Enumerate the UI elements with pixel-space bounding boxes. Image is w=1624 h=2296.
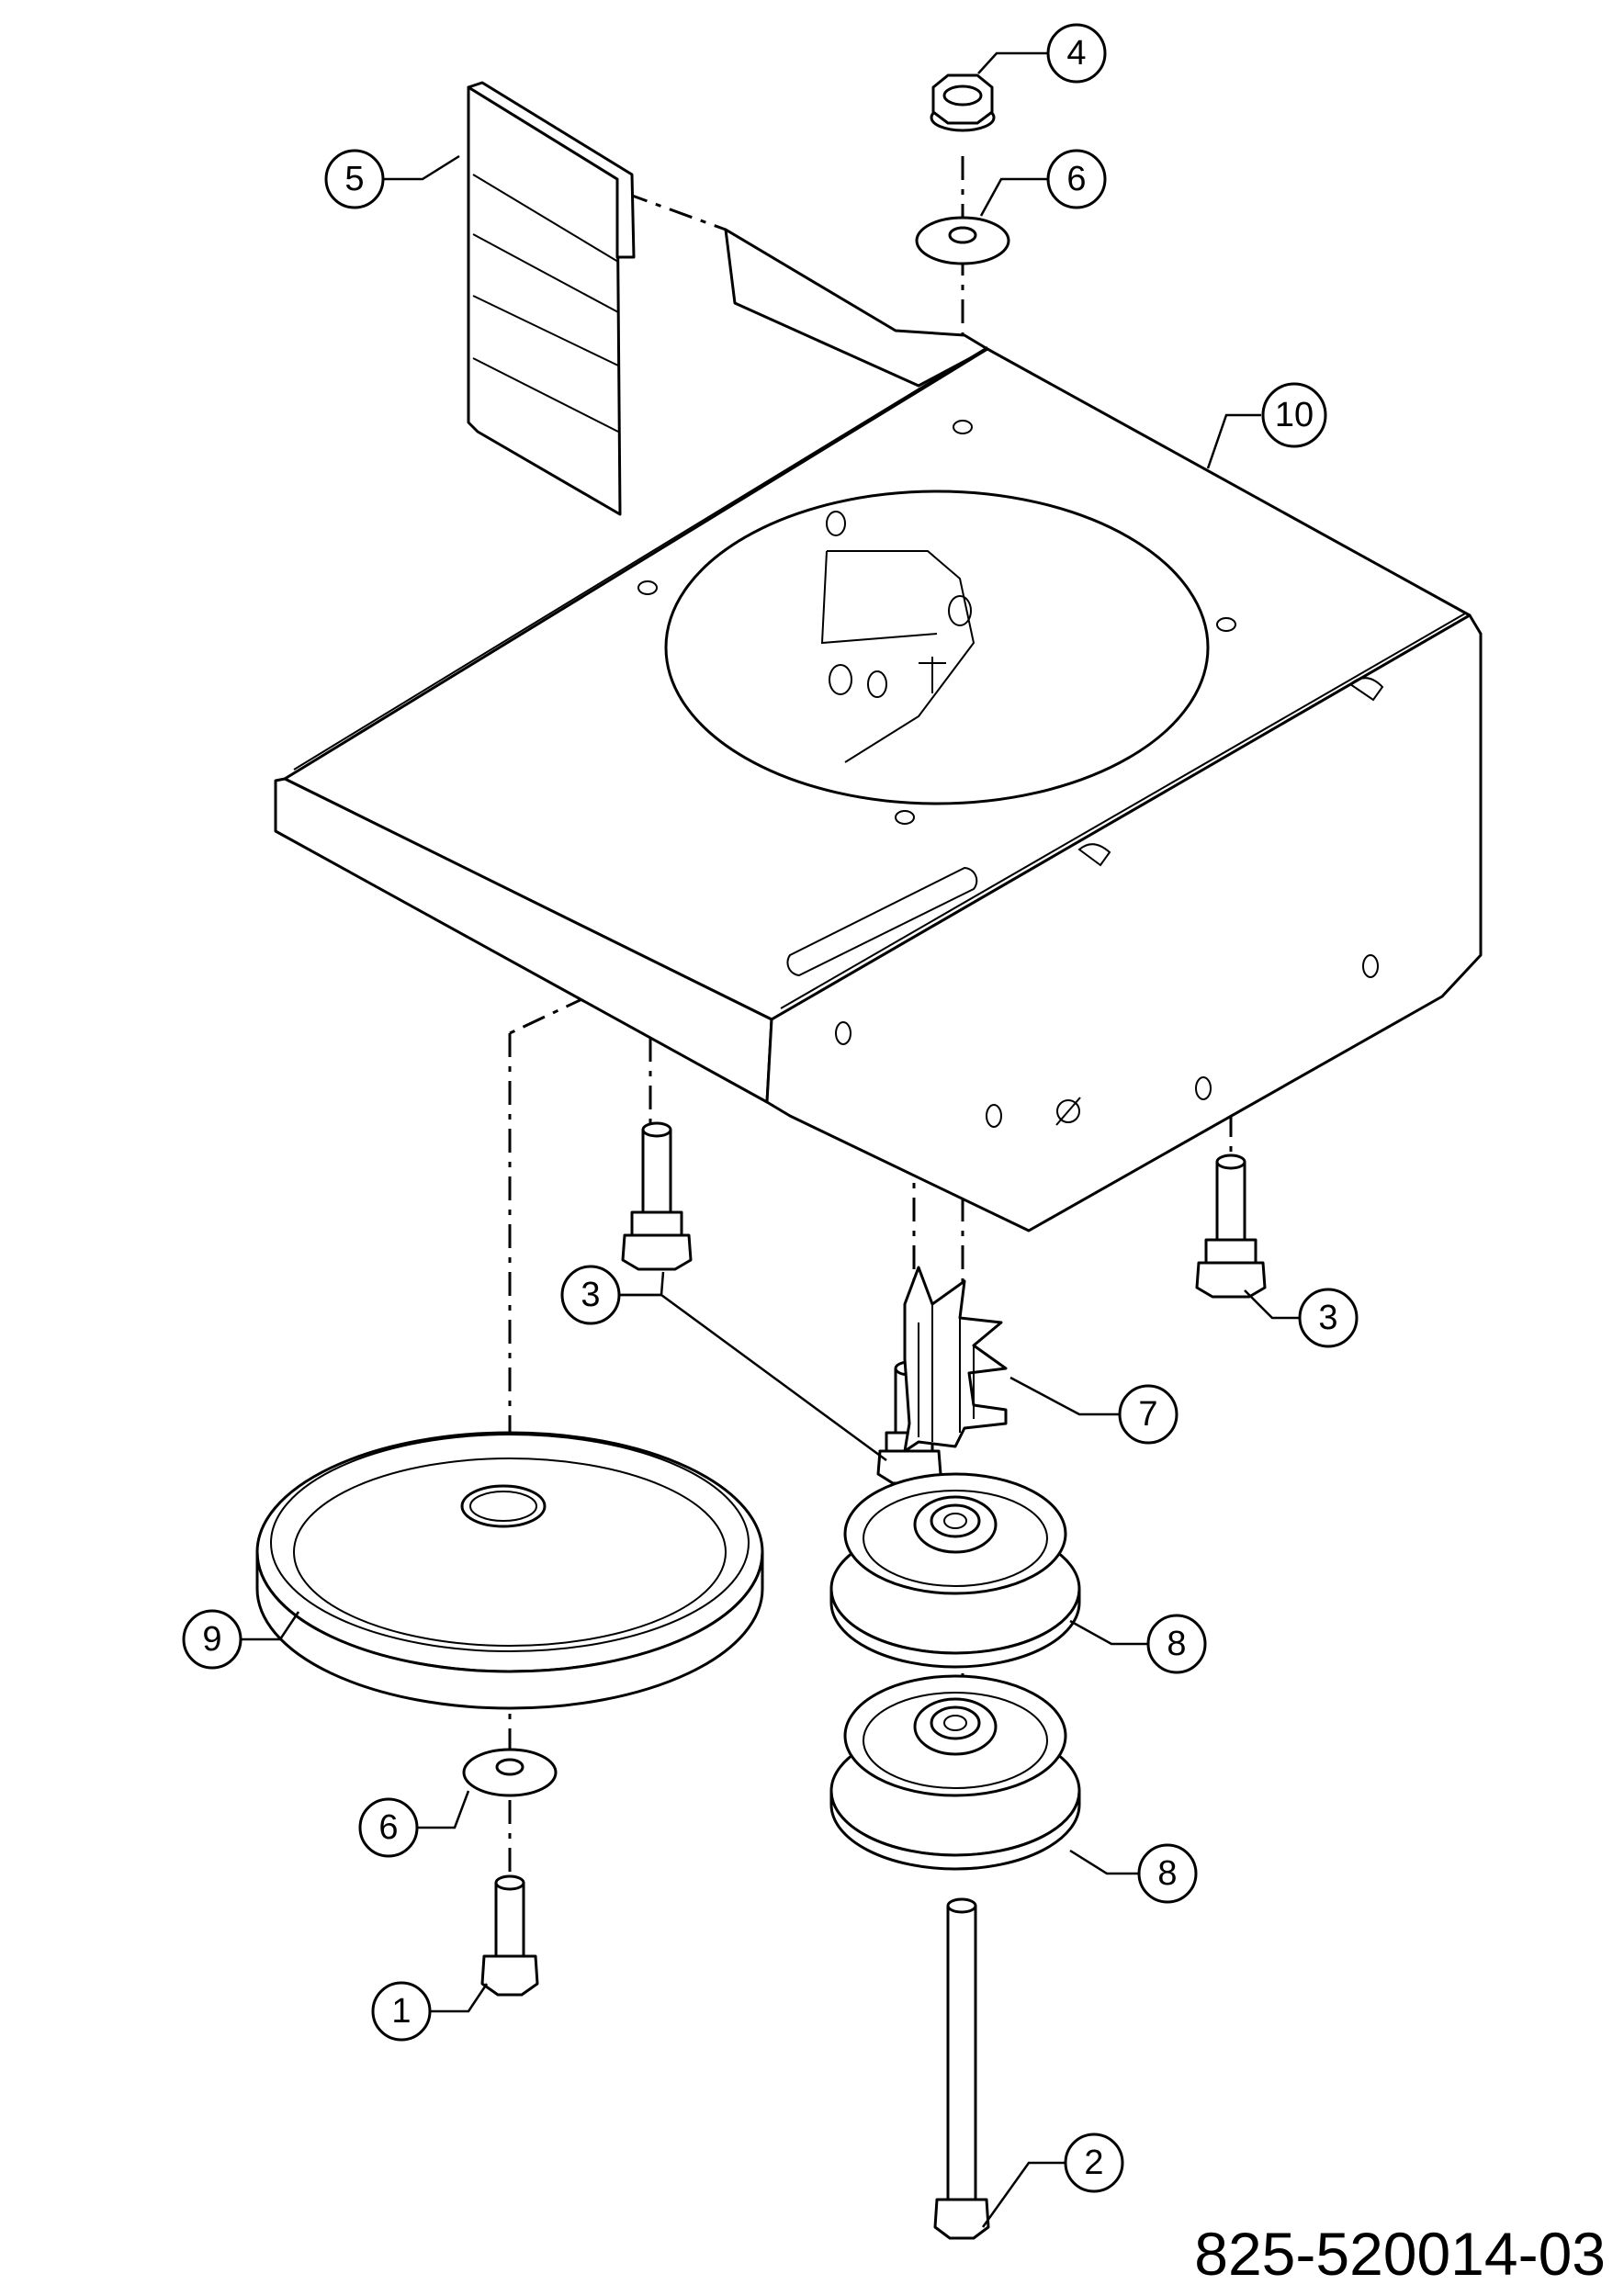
callout-1-label: 1 [391,1992,411,2031]
bracket-plate [274,228,1483,1232]
callout-5: 5 [324,149,385,209]
callout-9-label: 9 [202,1620,221,1659]
callout-10: 10 [1261,382,1327,448]
star-spacer [903,1266,1008,1453]
document-number: 825-520014-03 [1194,2220,1606,2288]
callout-3-right: 3 [1298,1288,1359,1348]
callout-leaders [241,51,1300,2228]
hex-bolt-short [480,1874,539,1997]
callout-3-left: 3 [560,1265,621,1325]
large-pulley [255,1431,764,1710]
shoulder-bolt-right [1195,1154,1267,1299]
callout-9: 9 [182,1609,242,1670]
callout-5-label: 5 [344,160,364,198]
callout-1: 1 [371,1981,432,2042]
idler-pulley-upper [829,1472,1081,1669]
shoulder-bolt-left [621,1121,693,1271]
callout-4-label: 4 [1066,34,1086,73]
callout-8-lower-label: 8 [1157,1854,1177,1893]
callout-8-upper: 8 [1146,1614,1207,1674]
callout-7: 7 [1118,1384,1179,1445]
callout-8-lower: 8 [1137,1843,1198,1904]
hex-bolt-long [933,1897,990,2240]
callout-7-label: 7 [1138,1395,1157,1434]
callout-6-bottom-label: 6 [378,1808,398,1847]
callout-3-left-label: 3 [581,1276,600,1314]
callout-3-right-label: 3 [1318,1299,1337,1337]
flat-washer-top [915,216,1010,265]
callout-8-upper-label: 8 [1167,1625,1186,1663]
shield-plate [467,81,636,516]
callout-10-label: 10 [1275,396,1314,434]
callout-4: 4 [1046,23,1107,84]
callout-2: 2 [1064,2133,1124,2193]
callout-6-top-label: 6 [1066,160,1086,198]
callout-6-bottom: 6 [358,1797,419,1858]
idler-pulley-lower [829,1674,1081,1871]
callout-6-top: 6 [1046,149,1107,209]
flat-washer-bottom [462,1748,558,1797]
callout-2-label: 2 [1084,2144,1103,2182]
lock-nut [930,73,996,132]
